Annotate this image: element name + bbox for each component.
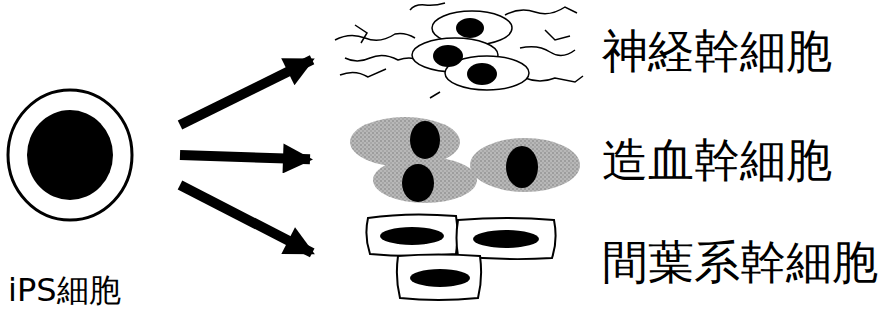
blood-cells xyxy=(350,117,580,203)
differentiation-arrow xyxy=(180,155,310,159)
cell-label: 間葉系幹細胞 xyxy=(602,237,878,288)
differentiation-arrow xyxy=(180,185,312,253)
neural-cells xyxy=(335,3,583,98)
ips-cell xyxy=(8,90,132,220)
ips-cell-node: iPS細胞 xyxy=(0,88,180,314)
neural-stem-cell-node: 神経幹細胞 xyxy=(330,5,890,97)
cell-label: iPS細胞 xyxy=(8,273,121,308)
hematopoietic-stem-cell-node: 造血幹細胞 xyxy=(330,112,890,208)
cell-label: 造血幹細胞 xyxy=(602,135,832,186)
differentiation-arrow xyxy=(180,60,312,125)
mesenchymal-cells xyxy=(366,214,555,300)
cell-label: 神経幹細胞 xyxy=(602,26,832,77)
mesenchymal-stem-cell-node: 間葉系幹細胞 xyxy=(330,212,890,312)
